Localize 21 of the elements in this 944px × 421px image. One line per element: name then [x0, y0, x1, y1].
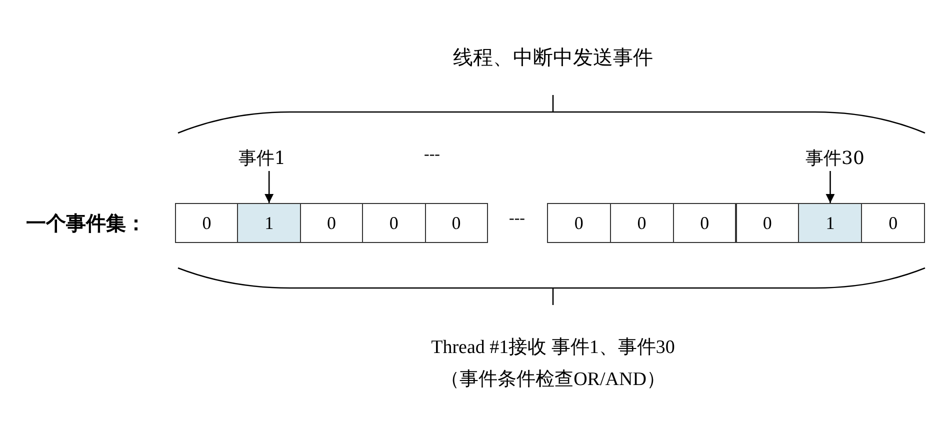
event-label: 事件1: [238, 146, 286, 170]
bit-cell: 0: [362, 203, 426, 243]
bit-cell: 0: [300, 203, 364, 243]
bit-cell: 1: [798, 203, 862, 243]
arrow: [826, 171, 835, 203]
ellipsis: ---: [509, 210, 525, 228]
bit-cell: 0: [610, 203, 674, 243]
bit-cell: 0: [547, 203, 611, 243]
bit-cell: 0: [424, 203, 488, 243]
bit-cell: 0: [672, 203, 736, 243]
bit-cell: 1: [237, 203, 301, 243]
event-label: 事件30: [806, 146, 864, 170]
bit-cell: 0: [861, 203, 925, 243]
receive-note: Thread #1接收 事件1、事件30: [431, 336, 675, 360]
diagram-title: 线程、中断中发送事件: [453, 44, 653, 71]
ellipsis: ---: [424, 146, 440, 164]
condition-note: （事件条件检查OR/AND）: [440, 368, 666, 392]
bit-cell: 0: [736, 203, 800, 243]
bit-cell: 0: [175, 203, 238, 243]
set-label: 一个事件集：: [26, 210, 146, 237]
arrow: [264, 171, 274, 203]
